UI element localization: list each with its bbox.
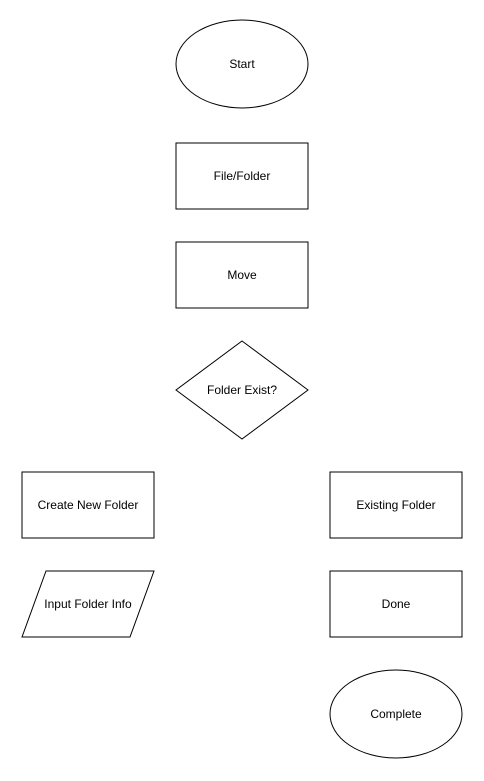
node-file-folder-shape <box>175 142 309 210</box>
node-done-shape <box>329 570 463 638</box>
node-complete-label: Complete <box>370 707 422 721</box>
node-complete-shape <box>329 669 463 759</box>
node-existing-folder[interactable]: Existing Folder <box>329 471 463 539</box>
node-input-folder-info-shape <box>21 570 155 638</box>
node-folder-exist[interactable]: Folder Exist? <box>175 340 309 440</box>
node-move[interactable]: Move <box>175 241 309 309</box>
node-folder-exist-shape <box>175 340 309 440</box>
node-done[interactable]: Done <box>329 570 463 638</box>
node-create-new-folder-shape <box>21 471 155 539</box>
node-folder-exist-label: Folder Exist? <box>207 383 277 397</box>
node-complete[interactable]: Complete <box>329 669 463 759</box>
node-file-folder[interactable]: File/Folder <box>175 142 309 210</box>
node-start-label: Start <box>229 57 255 71</box>
node-move-label: Move <box>227 268 257 282</box>
node-create-new-folder-label: Create New Folder <box>38 498 139 512</box>
node-create-new-folder[interactable]: Create New Folder <box>21 471 155 539</box>
node-file-folder-label: File/Folder <box>214 169 271 183</box>
node-input-folder-info-label: Input Folder Info <box>44 597 132 611</box>
node-input-folder-info[interactable]: Input Folder Info <box>21 570 155 638</box>
node-done-label: Done <box>382 597 411 611</box>
node-existing-folder-shape <box>329 471 463 539</box>
node-start[interactable]: Start <box>175 19 309 109</box>
node-existing-folder-label: Existing Folder <box>356 498 435 512</box>
node-move-shape <box>175 241 309 309</box>
node-start-shape <box>175 19 309 109</box>
